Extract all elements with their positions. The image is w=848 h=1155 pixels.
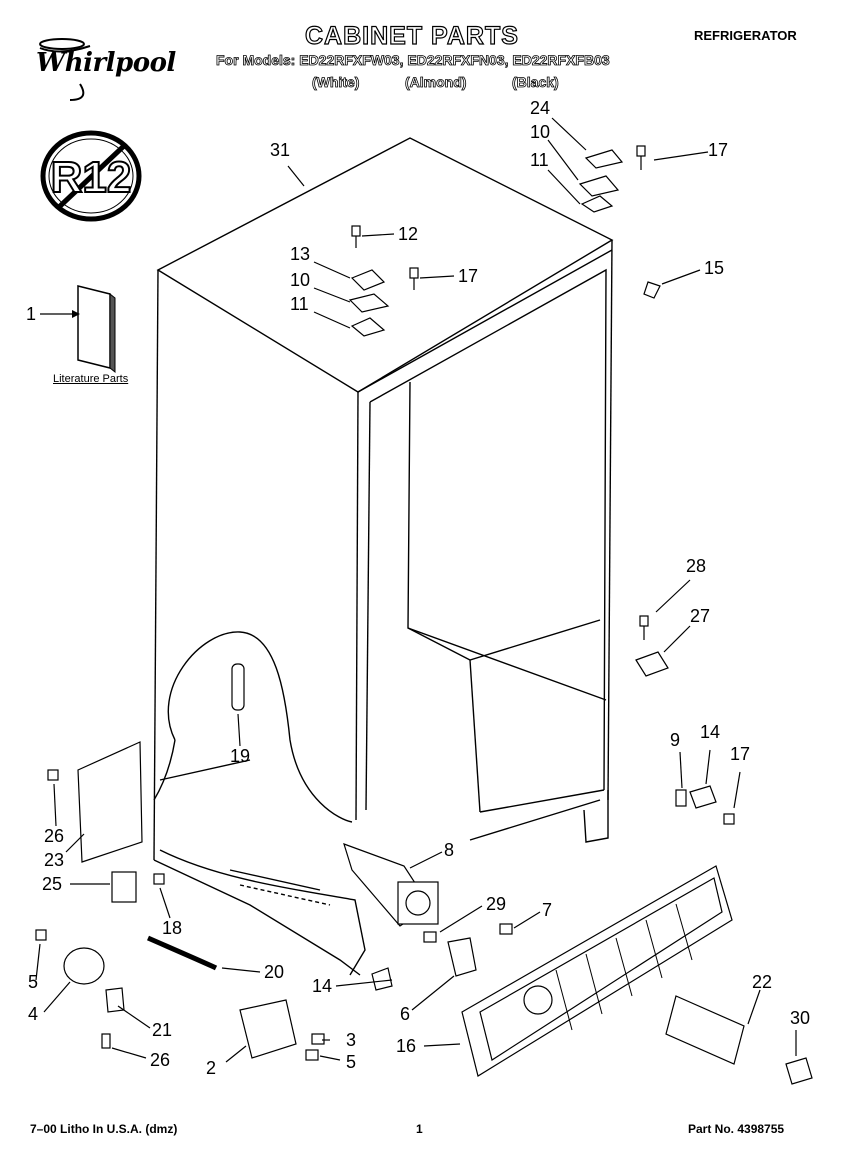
callout-6: 6 xyxy=(400,1004,410,1024)
finish-black: (Black) xyxy=(512,74,559,91)
callout-10-top: 10 xyxy=(530,122,550,142)
callout-9: 9 xyxy=(670,730,680,750)
screw-3 xyxy=(311,1033,325,1045)
screw-28 xyxy=(639,615,649,627)
screw-12 xyxy=(351,225,361,237)
callout-14-right: 14 xyxy=(700,722,720,742)
models-list: ED22RFXFW03, ED22RFXFN03, ED22RFXFB03 xyxy=(299,52,610,69)
callout-28: 28 xyxy=(686,556,706,576)
water-filter-22 xyxy=(665,995,745,1065)
callout-5-bottom: 5 xyxy=(346,1052,356,1072)
callout-17-mid: 17 xyxy=(458,266,478,286)
footer-part-number: Part No. 4398755 xyxy=(688,1122,785,1136)
callout-25: 25 xyxy=(42,874,62,894)
callout-26-left: 26 xyxy=(44,826,64,846)
callout-8: 8 xyxy=(444,840,454,860)
callout-4: 4 xyxy=(28,1004,38,1024)
clip-14-bottom xyxy=(371,967,393,991)
literature-parts-label: Literature Parts xyxy=(53,373,129,385)
hinge-shim-10 xyxy=(578,175,620,197)
callout-26-bottom: 26 xyxy=(150,1050,170,1070)
bracket-6 xyxy=(447,937,477,977)
callout-14-bottom: 14 xyxy=(312,976,332,996)
callout-17-top: 17 xyxy=(708,140,728,160)
callout-5-left: 5 xyxy=(28,972,38,992)
callout-29: 29 xyxy=(486,894,506,914)
callout-2: 2 xyxy=(206,1058,216,1078)
callout-16: 16 xyxy=(396,1036,416,1056)
callout-21: 21 xyxy=(152,1020,172,1040)
callout-27: 27 xyxy=(690,606,710,626)
toe-grille-16 xyxy=(461,865,733,1077)
hinge-cover-13 xyxy=(350,269,386,291)
screw-17-top xyxy=(636,145,646,157)
badge-text: R12 xyxy=(51,153,132,202)
screw-29 xyxy=(423,931,437,943)
screw-17-right xyxy=(723,813,735,825)
finish-almond: (Almond) xyxy=(405,74,467,91)
clip-15 xyxy=(643,281,661,299)
callout-20: 20 xyxy=(264,962,284,982)
callout-17-right: 17 xyxy=(730,744,750,764)
bracket-9 xyxy=(675,789,687,807)
hinge-11 xyxy=(580,195,614,213)
screw-5-bottom xyxy=(305,1049,319,1061)
brand-logo: Whirlpool xyxy=(30,36,176,102)
cover-plate-23 xyxy=(77,741,143,863)
literature-parts-group: 1 xyxy=(26,285,116,374)
models-line: For Models: ED22RFXFW03, ED22RFXFN03, ED… xyxy=(216,52,610,69)
callout-7: 7 xyxy=(542,900,552,920)
callout-1: 1 xyxy=(26,304,36,324)
cabinet-top xyxy=(156,137,614,393)
wheel-4 xyxy=(63,947,105,985)
screw-5-left xyxy=(35,929,47,941)
callout-31: 31 xyxy=(270,140,290,160)
footer-page-number: 1 xyxy=(416,1122,423,1136)
drain-tube-19 xyxy=(231,663,245,711)
hinge-shim-10-left xyxy=(348,293,390,313)
callout-18: 18 xyxy=(162,918,182,938)
brand-swoosh-icon xyxy=(39,38,91,101)
callout-30: 30 xyxy=(790,1008,810,1028)
bracket-25 xyxy=(111,871,137,903)
roller-2 xyxy=(239,999,297,1059)
callout-10-mid: 10 xyxy=(290,270,310,290)
models-prefix: For Models: xyxy=(216,52,296,69)
callout-22: 22 xyxy=(752,972,772,992)
screw-17-left xyxy=(409,267,419,279)
screw-26-left xyxy=(47,769,59,781)
callout-23: 23 xyxy=(44,850,64,870)
callout-3: 3 xyxy=(346,1030,356,1050)
callout-11-mid: 11 xyxy=(290,294,309,314)
callout-19: 19 xyxy=(230,746,250,766)
callout-11-top: 11 xyxy=(530,150,549,170)
filter-cap-30 xyxy=(785,1057,813,1085)
tube-20 xyxy=(146,935,218,971)
bracket-14 xyxy=(689,785,717,809)
screw-7 xyxy=(499,923,513,935)
hinge-cover-24 xyxy=(584,149,624,169)
callout-15: 15 xyxy=(704,258,724,278)
callout-24: 24 xyxy=(530,98,550,118)
no-r12-badge-icon: R12 xyxy=(40,130,142,222)
brand-name: Whirlpool xyxy=(36,48,176,78)
footer-litho: 7–00 Litho In U.S.A. (dmz) xyxy=(30,1122,178,1136)
callout-13: 13 xyxy=(290,244,310,264)
screw-26-bottom xyxy=(101,1033,111,1049)
hinge-11-left xyxy=(350,317,386,337)
page-title: CABINET PARTS xyxy=(304,21,519,50)
callout-12: 12 xyxy=(398,224,418,244)
bracket-27 xyxy=(635,651,669,677)
finish-white: (White) xyxy=(312,74,360,91)
category-label: REFRIGERATOR xyxy=(694,28,797,43)
screw-18 xyxy=(153,873,165,885)
